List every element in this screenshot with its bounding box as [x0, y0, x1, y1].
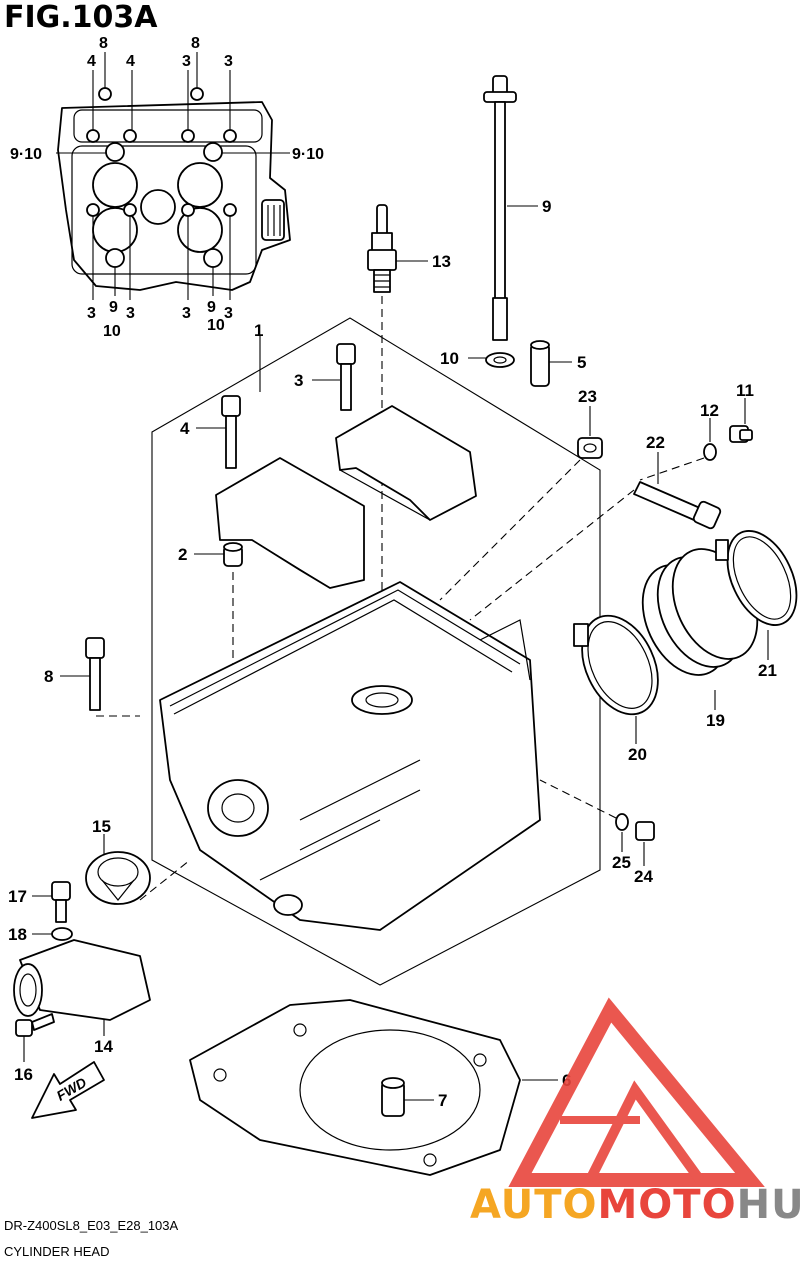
stud-bolt-9 — [483, 75, 538, 341]
washer-10 — [485, 352, 515, 368]
dowel-pin-7 — [381, 1077, 434, 1117]
watermark-logo — [508, 997, 765, 1187]
clamp-20 — [573, 614, 659, 744]
bolt-22 — [469, 452, 722, 621]
label-part-12: 12 — [700, 401, 719, 420]
label-part-7: 7 — [438, 1091, 447, 1110]
bolt-16 — [15, 1013, 55, 1062]
drawing-caption: CYLINDER HEAD — [4, 1244, 110, 1259]
label-part-14: 14 — [94, 1037, 113, 1056]
bolt-11 — [729, 398, 753, 443]
inset-label-b10b: 10 — [207, 317, 225, 334]
bolt-8 — [60, 637, 140, 717]
label-part-2: 2 — [178, 545, 187, 564]
label-part-10: 10 — [440, 349, 459, 368]
label-part-23: 23 — [578, 387, 597, 406]
label-part-21: 21 — [758, 661, 777, 680]
bolt-3 — [312, 343, 356, 411]
label-part-5: 5 — [577, 353, 586, 372]
inset-label-9-10-right: 9·10 — [292, 146, 324, 163]
inset-label-4a: 4 — [87, 53, 96, 70]
inset-label-b3d: 3 — [224, 305, 233, 322]
inset-label-b9a: 9 — [109, 299, 118, 316]
spark-plug-13 — [367, 204, 428, 680]
clamp-21 — [715, 530, 798, 660]
label-part-17: 17 — [8, 887, 27, 906]
inset-label-9-10-left: 9·10 — [10, 146, 42, 163]
assembly-frame — [151, 317, 601, 986]
watermark-brand: AUTOMOTOHUB — [470, 1182, 800, 1228]
label-part-15: 15 — [92, 817, 111, 836]
bolt-24 — [539, 779, 655, 866]
brand-hub: HUB — [737, 1182, 800, 1228]
label-part-16: 16 — [14, 1065, 33, 1084]
inset-label-3b: 3 — [224, 53, 233, 70]
cylinder-head-1 — [159, 581, 541, 931]
inset-label-3a: 3 — [182, 53, 191, 70]
label-part-13: 13 — [432, 252, 451, 271]
washer-25 — [615, 813, 629, 852]
label-part-19: 19 — [706, 711, 725, 730]
inset-label-4b: 4 — [126, 53, 135, 70]
label-part-9: 9 — [542, 197, 551, 216]
brand-moto: MOTO — [598, 1182, 737, 1228]
washer-12 — [639, 418, 717, 481]
label-part-8: 8 — [44, 667, 53, 686]
head-gasket-6 — [189, 999, 558, 1176]
guide-5 — [530, 340, 572, 387]
inset-label-8b: 8 — [191, 35, 200, 52]
inset-head-top-view — [56, 52, 291, 300]
fwd-arrow-icon — [31, 1061, 105, 1119]
inset-label-b3c: 3 — [182, 305, 191, 322]
label-part-25: 25 — [612, 853, 631, 872]
figure-title: FIG.103A — [4, 0, 158, 35]
water-pipe-14 — [13, 939, 151, 1036]
inset-label-b9b: 9 — [207, 299, 216, 316]
drawing-code: DR-Z400SL8_E03_E28_103A — [4, 1218, 179, 1233]
bolt-17 — [32, 881, 71, 923]
inset-label-b3b: 3 — [126, 305, 135, 322]
inset-label-8a: 8 — [99, 35, 108, 52]
cam-holder-lower — [215, 457, 365, 589]
label-part-4: 4 — [180, 419, 190, 438]
label-part-22: 22 — [646, 433, 665, 452]
label-part-11: 11 — [736, 381, 754, 400]
inset-label-b3a: 3 — [87, 305, 96, 322]
label-part-20: 20 — [628, 745, 647, 764]
label-part-24: 24 — [634, 867, 653, 886]
inset-label-b10a: 10 — [103, 323, 121, 340]
label-part-3: 3 — [294, 371, 303, 390]
label-part-1: 1 — [254, 321, 263, 340]
label-part-18: 18 — [8, 925, 27, 944]
thermostat-15 — [85, 834, 191, 905]
bolt-4 — [196, 395, 241, 469]
o-ring-18 — [32, 927, 73, 941]
brand-auto: AUTO — [470, 1182, 598, 1228]
nut-23 — [439, 406, 603, 601]
